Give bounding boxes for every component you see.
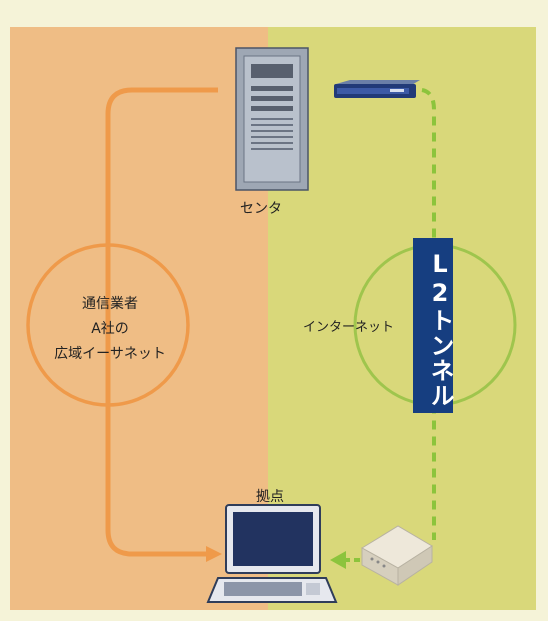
wan-path: [105, 87, 218, 557]
wan-label: 通信業者 A社の 広域イーサネット: [30, 292, 190, 367]
tunnel-arrow-head: [330, 551, 346, 569]
center-label: センタ: [240, 201, 282, 217]
tunnel-label: L2トンネル: [426, 250, 454, 408]
tunnel-dashed-line: [421, 88, 436, 540]
wan-arrow-head: [206, 546, 222, 562]
server-icon: [235, 47, 309, 191]
internet-label: インターネット: [303, 320, 395, 335]
tunnel-badge: L2トンネル: [413, 238, 454, 413]
wan-label-line-3: 広域イーサネット: [54, 346, 166, 362]
gateway-device-icon: [361, 525, 433, 586]
laptop-icon: [206, 504, 338, 603]
base-label: 拠点: [256, 489, 284, 505]
wan-label-line-1: 通信業者: [82, 296, 138, 312]
router-icon: [334, 80, 420, 98]
wan-label-line-2: A社の: [91, 321, 129, 337]
